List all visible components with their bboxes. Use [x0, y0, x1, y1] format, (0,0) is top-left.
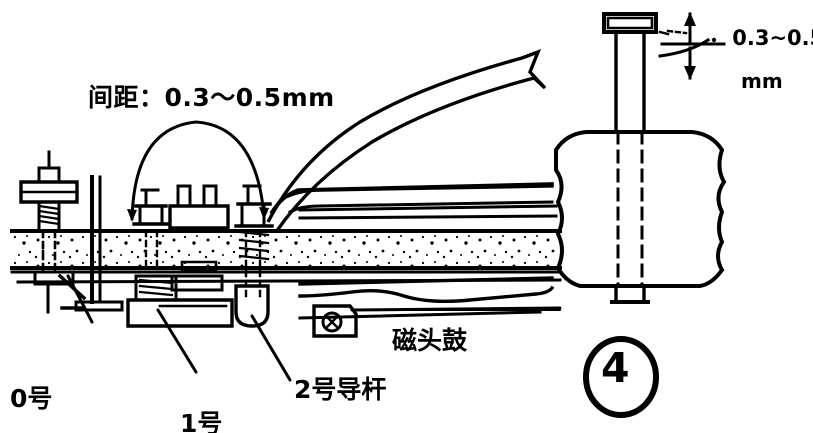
label-guide-post-1-line1: 1号	[180, 409, 223, 433]
leader-lines	[66, 274, 562, 382]
gap-dimension-label: 间距：0.3～0.5mm	[88, 83, 335, 112]
label-guide-post-0: 0号 导杆	[10, 335, 66, 433]
detail-dimension-line1: 0.3~0.5	[732, 26, 813, 51]
centre-housing-block	[168, 184, 230, 292]
label-guide-post-2: 2号导杆	[294, 375, 387, 404]
leader-post-2	[250, 314, 292, 382]
guide-post-1	[126, 188, 234, 328]
figure-number: 4	[601, 344, 630, 392]
dimension-arrow-up-icon	[684, 12, 696, 44]
tension-arm-post	[74, 175, 124, 312]
label-head-drum: 磁头鼓	[392, 326, 468, 355]
chassis-deck	[10, 204, 562, 284]
circled-number-icon	[583, 336, 659, 418]
label-guide-post-1: 1号 导杆	[180, 360, 236, 433]
leader-post-1	[156, 308, 198, 374]
detail-dimension-line2: mm	[741, 69, 783, 94]
label-guide-post-0-line1: 0号	[10, 384, 53, 413]
leader-post-0	[66, 274, 94, 324]
detail-dimension-label: 0.3~0.5 mm	[703, 5, 813, 136]
gap-span-arc-icon	[127, 120, 269, 222]
detail-view	[554, 12, 727, 304]
tape-path-arrow-icon	[266, 49, 547, 233]
dimension-arrow-down-icon	[684, 46, 696, 80]
